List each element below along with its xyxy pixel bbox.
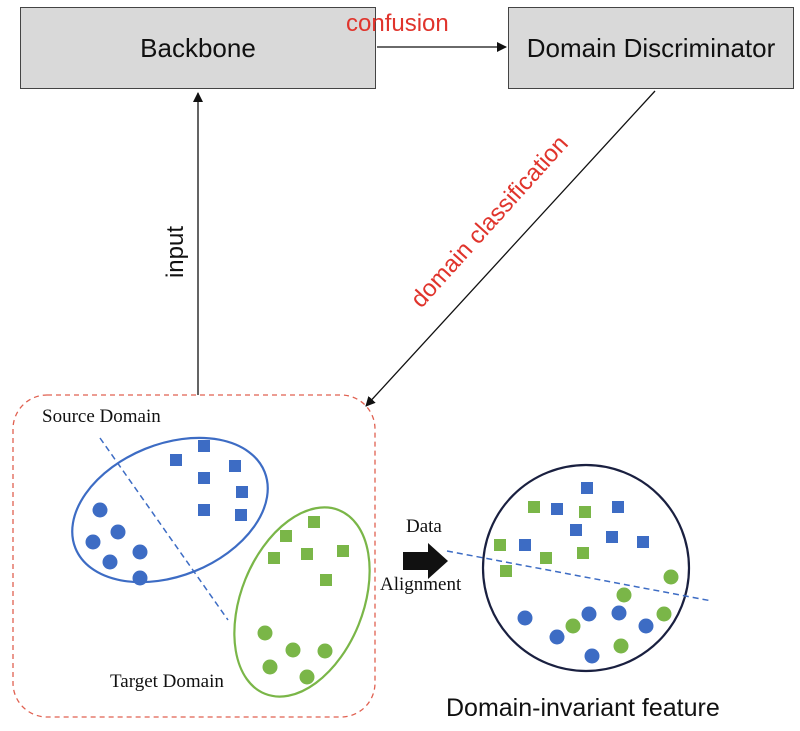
aligned-target-square-point bbox=[579, 506, 591, 518]
domain-discriminator-box: Domain Discriminator bbox=[508, 7, 794, 89]
domain-invariant-feature-caption: Domain-invariant feature bbox=[446, 694, 720, 722]
target-square-point bbox=[320, 574, 332, 586]
target-domain-label: Target Domain bbox=[110, 671, 224, 692]
source-circle-point bbox=[85, 534, 101, 550]
target-square-point bbox=[280, 530, 292, 542]
aligned-source-square-point bbox=[551, 503, 563, 515]
aligned-source-circle-point bbox=[584, 648, 600, 664]
aligned-target-square-point bbox=[540, 552, 552, 564]
domain-classification-arrow bbox=[365, 90, 656, 407]
aligned-source-circles bbox=[517, 605, 654, 664]
source-square-point bbox=[198, 504, 210, 516]
aligned-source-squares bbox=[519, 482, 649, 551]
source-square-point bbox=[198, 440, 210, 452]
target-square-point bbox=[268, 552, 280, 564]
aligned-target-circle-point bbox=[613, 638, 629, 654]
aligned-source-square-point bbox=[570, 524, 582, 536]
source-circle-point bbox=[132, 570, 148, 586]
aligned-target-square-point bbox=[500, 565, 512, 577]
source-circles bbox=[85, 502, 148, 586]
target-square-point bbox=[301, 548, 313, 560]
source-square-point bbox=[236, 486, 248, 498]
target-square-point bbox=[337, 545, 349, 557]
aligned-source-circle-point bbox=[581, 606, 597, 622]
aligned-target-circle-point bbox=[656, 606, 672, 622]
aligned-source-circle-point bbox=[611, 605, 627, 621]
backbone-label: Backbone bbox=[140, 32, 256, 63]
aligned-source-square-point bbox=[612, 501, 624, 513]
aligned-target-circle-point bbox=[616, 587, 632, 603]
source-square-point bbox=[170, 454, 182, 466]
data-alignment-arrow bbox=[403, 543, 448, 579]
aligned-feature-space bbox=[481, 463, 691, 673]
target-circle-point bbox=[299, 669, 315, 685]
source-squares bbox=[170, 440, 248, 521]
target-domain-ellipse bbox=[233, 506, 371, 698]
source-circle-point bbox=[92, 502, 108, 518]
target-circle-point bbox=[262, 659, 278, 675]
source-domain-ellipse bbox=[71, 436, 269, 584]
aligned-source-square-point bbox=[581, 482, 593, 494]
aligned-target-square-point bbox=[577, 547, 589, 559]
aligned-decision-boundary bbox=[446, 550, 713, 602]
input-label: input bbox=[162, 225, 189, 279]
feature-space-panel bbox=[12, 394, 376, 718]
aligned-source-circle-point bbox=[549, 629, 565, 645]
domain-discriminator-label: Domain Discriminator bbox=[526, 32, 776, 63]
aligned-source-square-point bbox=[606, 531, 618, 543]
backbone-box: Backbone bbox=[20, 7, 376, 89]
source-square-point bbox=[229, 460, 241, 472]
data-alignment-label-line1: Data bbox=[406, 516, 442, 537]
source-circle-point bbox=[102, 554, 118, 570]
aligned-target-circle-point bbox=[663, 569, 679, 585]
aligned-target-square-point bbox=[494, 539, 506, 551]
target-circle-point bbox=[285, 642, 301, 658]
confusion-label: confusion bbox=[346, 10, 449, 37]
source-circle-point bbox=[132, 544, 148, 560]
source-circle-point bbox=[110, 524, 126, 540]
aligned-target-circles bbox=[565, 569, 679, 654]
aligned-source-circle-point bbox=[638, 618, 654, 634]
target-squares bbox=[268, 516, 349, 586]
target-circle-point bbox=[257, 625, 273, 641]
target-circle-point bbox=[317, 643, 333, 659]
target-circles bbox=[257, 625, 333, 685]
aligned-target-circle-point bbox=[565, 618, 581, 634]
target-square-point bbox=[308, 516, 320, 528]
source-domain-label: Source Domain bbox=[42, 406, 161, 427]
source-decision-boundary bbox=[99, 437, 229, 621]
data-alignment-label-line2: Alignment bbox=[380, 574, 462, 595]
source-square-point bbox=[235, 509, 247, 521]
aligned-target-square-point bbox=[528, 501, 540, 513]
aligned-source-square-point bbox=[519, 539, 531, 551]
aligned-source-square-point bbox=[637, 536, 649, 548]
aligned-source-circle-point bbox=[517, 610, 533, 626]
source-square-point bbox=[198, 472, 210, 484]
aligned-target-squares bbox=[494, 501, 591, 577]
